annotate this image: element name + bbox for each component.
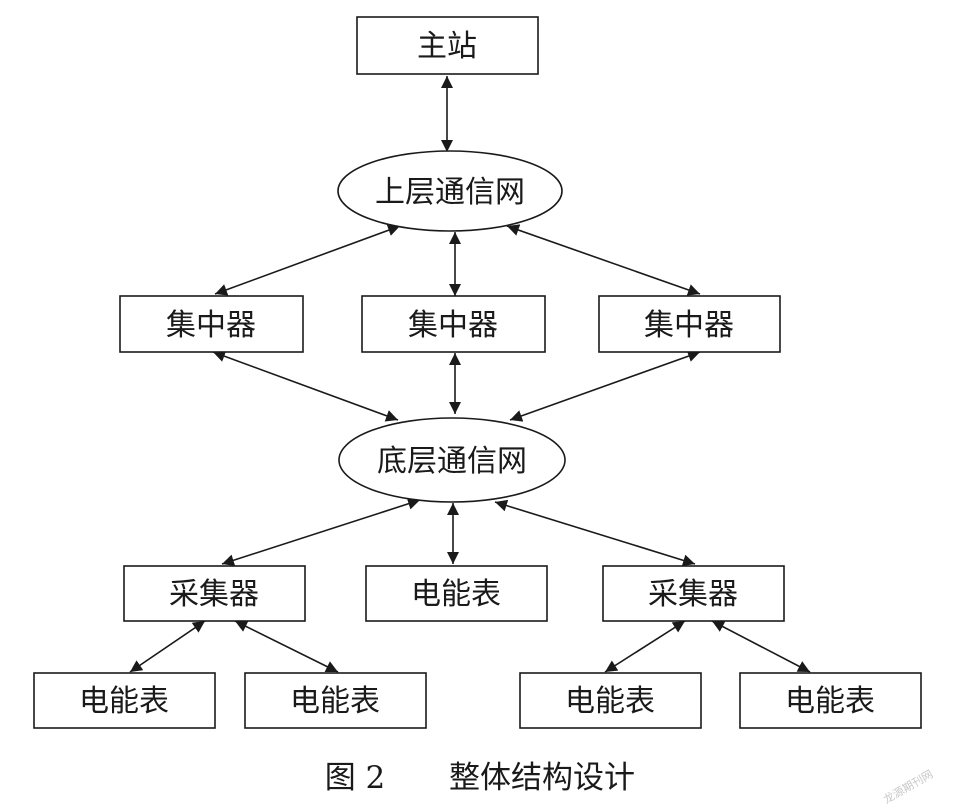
- node-meter-2-label: 电能表: [290, 684, 380, 719]
- node-coll-left: 采集器: [123, 565, 306, 622]
- figure-caption: 整体结构设计: [449, 760, 635, 796]
- node-meter-4-label: 电能表: [785, 684, 875, 719]
- link-coll-right-meter-4: [711, 620, 811, 673]
- link-conc-right-lower: [509, 350, 701, 422]
- node-master: 主站: [356, 16, 539, 75]
- link-coll-right-meter-3: [604, 620, 686, 673]
- node-conc-right-label: 集中器: [644, 308, 734, 343]
- link-conc-left-lower: [212, 350, 399, 422]
- link-lower-coll-right: [494, 499, 696, 567]
- node-conc-mid-label: 集中器: [408, 308, 498, 343]
- node-coll-right: 采集器: [602, 565, 785, 622]
- node-meter-1-label: 电能表: [79, 684, 169, 719]
- node-coll-left-label: 采集器: [169, 577, 259, 612]
- node-meter-mid: 电能表: [365, 565, 548, 622]
- link-coll-left-meter-2: [234, 620, 339, 673]
- node-master-label: 主站: [417, 29, 477, 64]
- node-meter-3: 电能表: [519, 672, 702, 729]
- link-upper-conc-left: [214, 224, 401, 296]
- link-lower-coll-left: [221, 497, 421, 567]
- node-conc-left-label: 集中器: [166, 308, 256, 343]
- node-conc-right: 集中器: [598, 295, 781, 353]
- node-meter-1: 电能表: [33, 672, 216, 729]
- node-meter-2: 电能表: [244, 672, 427, 729]
- node-conc-left: 集中器: [119, 295, 304, 353]
- connectors: [129, 76, 811, 673]
- link-upper-conc-right: [506, 224, 701, 296]
- node-lower-net: 底层通信网: [338, 417, 566, 503]
- node-conc-mid: 集中器: [361, 295, 546, 353]
- link-coll-left-meter-1: [129, 620, 206, 673]
- watermark-logo: 龙源期刊网: [881, 767, 936, 805]
- node-lower-net-label: 底层通信网: [377, 444, 527, 479]
- node-meter-mid-label: 电能表: [411, 577, 501, 612]
- node-coll-right-label: 采集器: [648, 577, 738, 612]
- node-upper-net: 上层通信网: [337, 150, 563, 232]
- node-upper-net-label: 上层通信网: [375, 175, 525, 210]
- node-meter-4: 电能表: [739, 672, 922, 729]
- figure-number: 图 2: [325, 760, 386, 796]
- node-meter-3-label: 电能表: [565, 684, 655, 719]
